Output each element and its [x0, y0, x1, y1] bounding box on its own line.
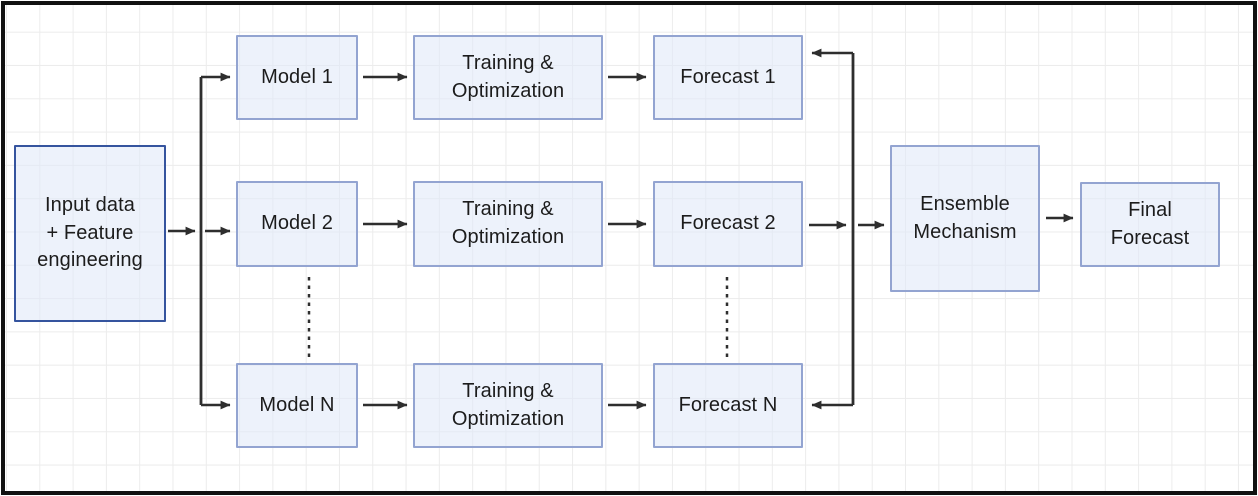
- node-training-optimization-1: Training & Optimization: [413, 35, 603, 120]
- node-training-optimization-2: Training & Optimization: [413, 181, 603, 267]
- node-forecast-n: Forecast N: [653, 363, 803, 448]
- node-model-n: Model N: [236, 363, 358, 448]
- node-model-2: Model 2: [236, 181, 358, 267]
- node-training-optimization-n: Training & Optimization: [413, 363, 603, 448]
- node-forecast-2: Forecast 2: [653, 181, 803, 267]
- node-input-data: Input data + Feature engineering: [14, 145, 166, 322]
- grid-background: [5, 5, 1253, 491]
- node-ensemble-mechanism: Ensemble Mechanism: [890, 145, 1040, 292]
- node-forecast-1: Forecast 1: [653, 35, 803, 120]
- node-model-1: Model 1: [236, 35, 358, 120]
- node-final-forecast: Final Forecast: [1080, 182, 1220, 267]
